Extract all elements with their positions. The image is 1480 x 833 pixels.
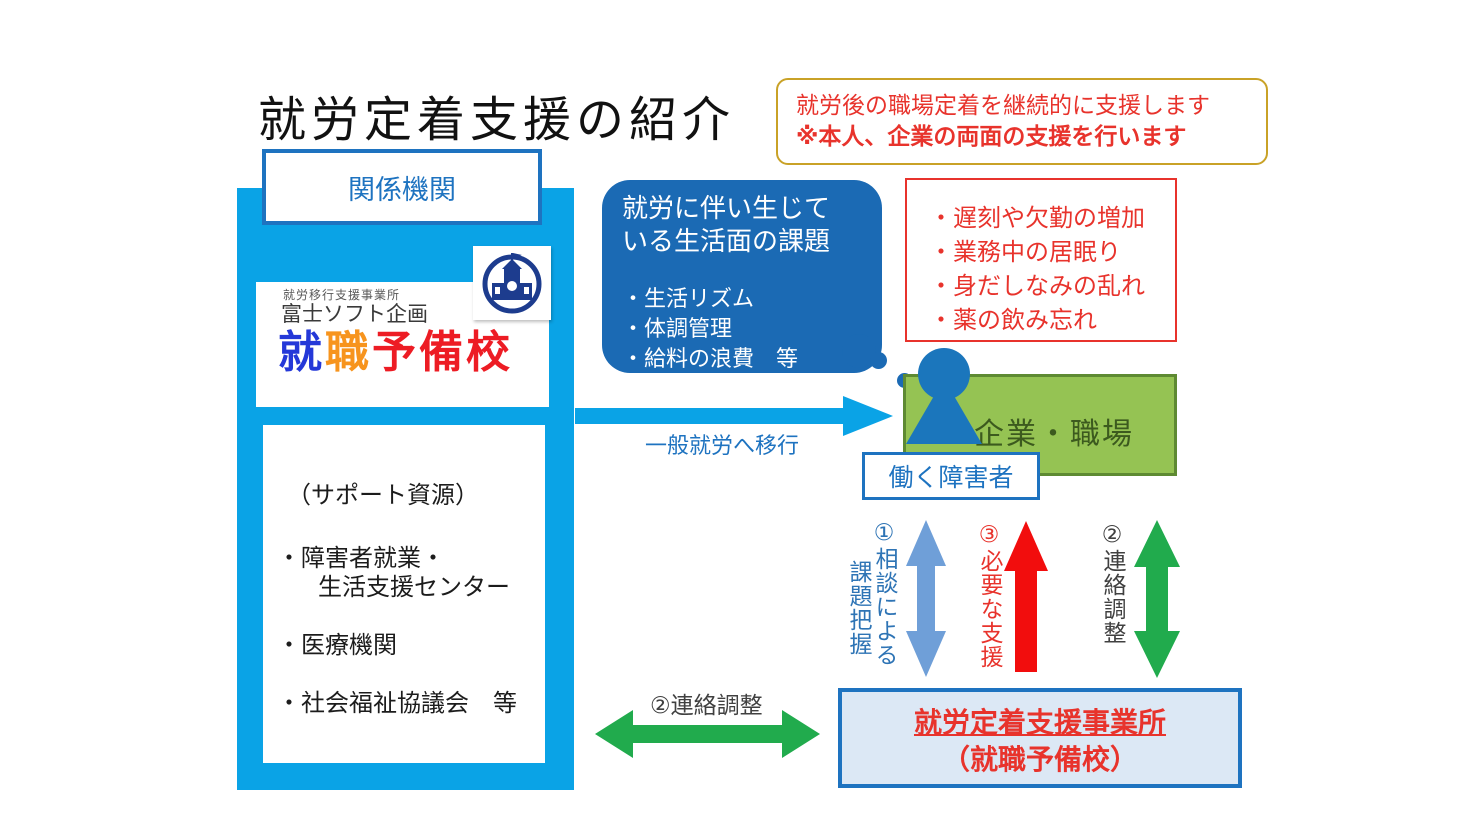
related-organizations-label: 関係機関: [348, 174, 456, 205]
resource-item: ・社会福祉協議会 等: [277, 690, 517, 717]
brand-char-blue: 就: [278, 328, 325, 377]
note-line-1: 就労後の職場定着を継続的に支援します: [796, 92, 1210, 118]
support-office-box: 就労定着支援事業所 （就職予備校）: [838, 688, 1242, 788]
org-logo-company: 富士ソフト企画: [281, 303, 428, 326]
resource-item: 生活支援センター: [318, 574, 510, 601]
issue-item: ・業務中の居眠り: [929, 239, 1121, 266]
bubble-item: ・給料の浪費 等: [622, 346, 799, 371]
page-title: 就労定着支援の紹介: [258, 94, 736, 147]
company-workplace-label: 企業・職場: [974, 418, 1134, 451]
support-office-subname: （就職予備校）: [941, 744, 1138, 775]
resources-heading: （サポート資源）: [287, 482, 479, 509]
coordination-arrow-label: ②連絡調整: [650, 692, 763, 718]
flow3-up-arrow-icon: [1004, 521, 1048, 677]
working-person-label: 働く障害者: [888, 464, 1014, 492]
issue-item: ・身だしなみの乱れ: [929, 273, 1145, 300]
transition-arrow-icon: [575, 396, 893, 441]
transition-arrow-label: 一般就労へ移行: [645, 433, 800, 458]
life-issues-bubble: 就労に伴い生じて いる生活面の課題 ・生活リズム ・体調管理 ・給料の浪費 等: [602, 180, 882, 373]
issue-item: ・遅刻や欠勤の増加: [929, 205, 1145, 232]
brand-chars-red: 予備校: [372, 328, 513, 377]
resource-item: ・障害者就業・: [277, 545, 445, 572]
flow2-double-arrow-icon: [1134, 520, 1180, 683]
bubble-tail-dot: [870, 352, 887, 369]
note-line-2: ※本人、企業の両面の支援を行います: [796, 123, 1187, 149]
school-icon: [473, 246, 551, 320]
bubble-item: ・生活リズム: [622, 286, 755, 311]
related-organizations-header: 関係機関: [262, 149, 542, 225]
bubble-title-line1: 就労に伴い生じて: [622, 193, 831, 223]
brand-char-orange: 職: [325, 328, 372, 377]
issue-item: ・薬の飲み忘れ: [929, 307, 1097, 334]
bubble-item: ・体調管理: [622, 316, 733, 341]
working-person-label-box: 働く障害者: [862, 452, 1040, 500]
worker-person-icon: [918, 348, 970, 400]
flow1-double-arrow-icon: [906, 520, 946, 682]
workplace-issues-box: ・遅刻や欠勤の増加 ・業務中の居眠り ・身だしなみの乱れ ・薬の飲み忘れ: [905, 178, 1177, 342]
flow1-label-col1: ①相談による: [872, 520, 898, 667]
support-office-name: 就労定着支援事業所: [913, 707, 1166, 738]
flow2-label: ②連絡調整: [1100, 522, 1126, 645]
continuous-support-note: 就労後の職場定着を継続的に支援します ※本人、企業の両面の支援を行います: [776, 78, 1268, 165]
resource-item: ・医療機関: [277, 632, 397, 659]
support-resources-box: （サポート資源） ・障害者就業・ 生活支援センター ・医療機関 ・社会福祉協議会…: [263, 425, 545, 763]
flow3-label: ③必要な支援: [977, 522, 1003, 669]
bubble-title-line2: いる生活面の課題: [622, 226, 831, 256]
coordination-double-arrow-icon: [595, 710, 820, 763]
org-logo-brand: 就職予備校: [278, 316, 513, 380]
org-logo-subtitle: 就労移行支援事業所: [283, 288, 401, 302]
flow1-label-col2: 課題把握: [846, 560, 872, 656]
